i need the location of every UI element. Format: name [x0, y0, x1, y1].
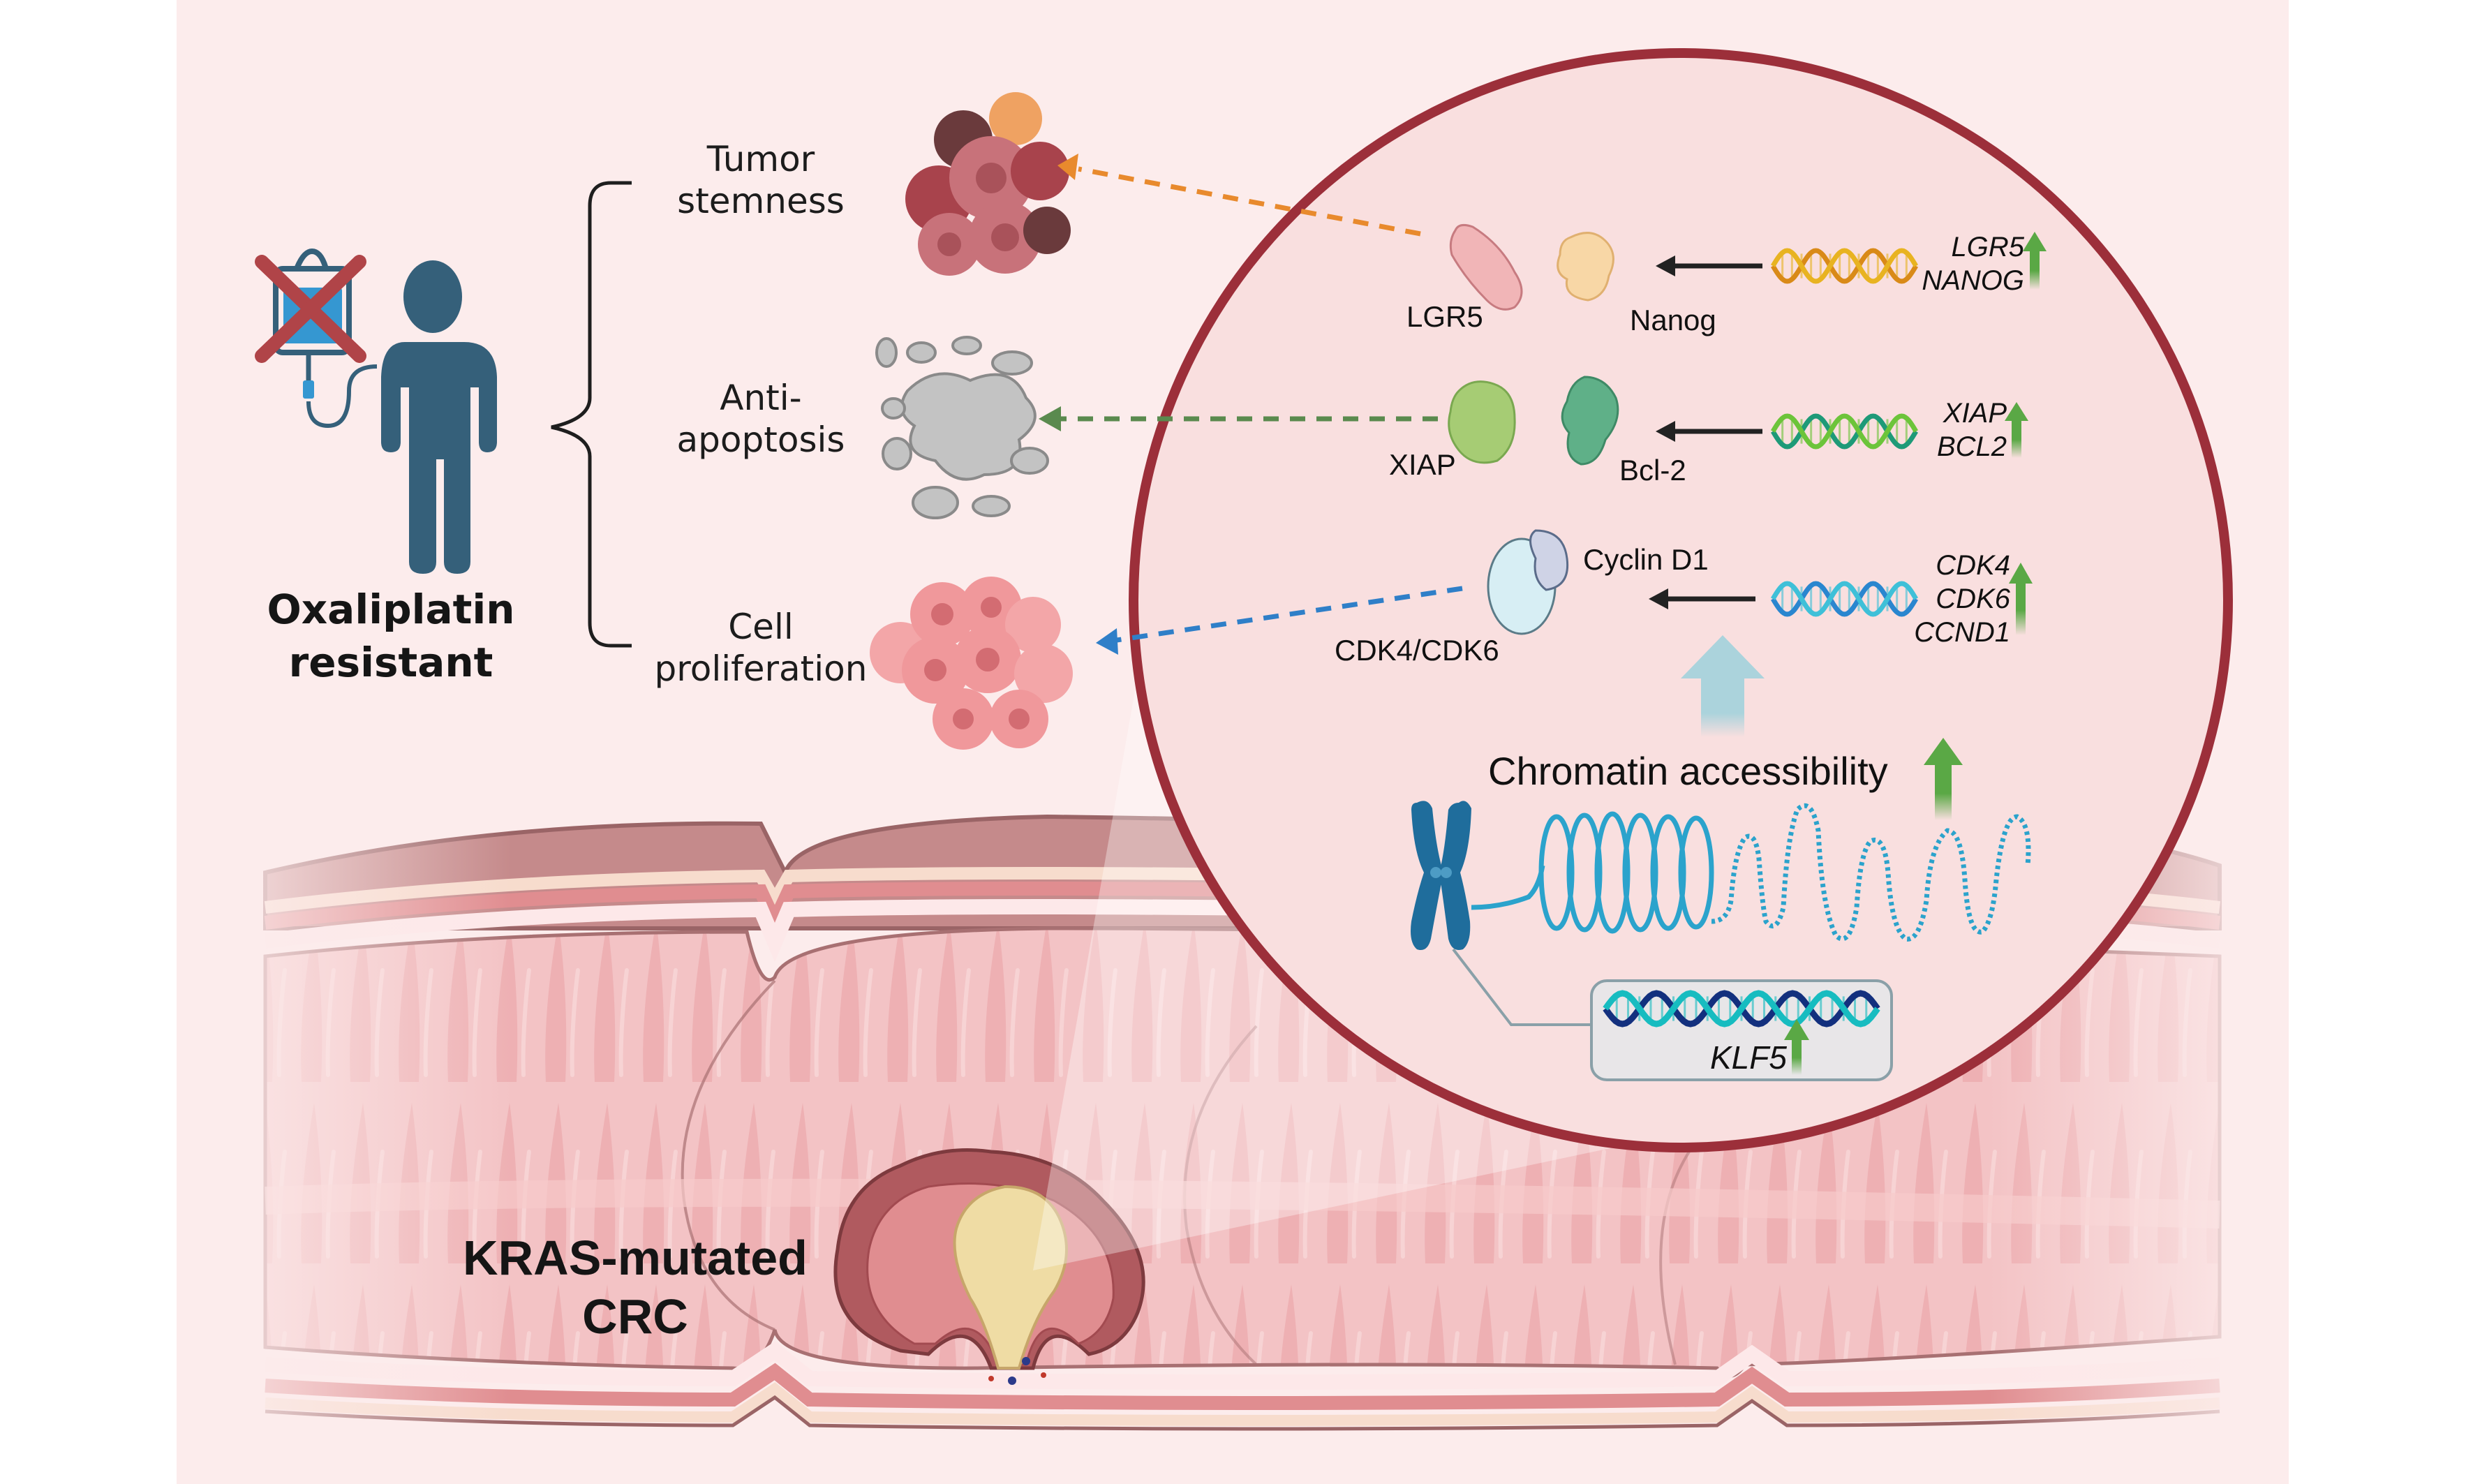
protein-label-cdk4-cdk6: CDK4/CDK6	[1335, 634, 1499, 667]
dna-strand	[1771, 248, 1918, 284]
outcome-label-line1: Cell	[728, 607, 794, 647]
crc-title-line2: CRC	[582, 1289, 688, 1344]
gene-label: LGR5	[1951, 232, 2025, 262]
protein-label-xiap: XIAP	[1389, 448, 1456, 481]
klf5-dna-icon	[1603, 990, 1880, 1027]
xiap-protein-icon	[1448, 380, 1516, 464]
person-icon	[381, 260, 497, 574]
chromatin-accessibility-label: Chromatin accessibility	[1488, 749, 1888, 793]
klf5-dna-helix	[1603, 990, 1880, 1027]
lgr5-protein-icon	[1449, 223, 1523, 311]
outcome-label-line1: Anti-	[720, 378, 802, 418]
patient-title: Oxaliplatin resistant	[265, 583, 517, 689]
dna-strand	[1603, 990, 1880, 1027]
klf5-up-arrow	[1784, 1019, 1809, 1075]
chromatin-up-arrow	[1924, 738, 1963, 820]
protein-label-nanog: Nanog	[1630, 304, 1716, 336]
klf5-callout-line	[1452, 948, 1591, 1026]
dna-strand	[1771, 581, 1918, 617]
chromatin-fiber-icon	[1471, 803, 2031, 942]
chromosome-icon	[1411, 801, 1471, 950]
gene-label: CCND1	[1914, 617, 2010, 648]
outcome-label-line1: Tumor	[706, 139, 815, 179]
protein-label-bcl2: Bcl-2	[1619, 454, 1686, 487]
patient-title-line2: resistant	[288, 639, 493, 686]
gene-list-apoptosis: XIAP BCL2	[1899, 396, 2007, 463]
transcription-arrows	[1649, 255, 1762, 609]
dna-helices	[1771, 248, 1918, 617]
klf5-label: KLF5	[1710, 1039, 1787, 1076]
dna-proliferation-genes-icon	[1771, 581, 1918, 617]
gene-up-arrows	[2005, 232, 2047, 635]
outcome-cell-proliferation: Cell proliferation	[649, 606, 872, 690]
dna-strand	[1771, 413, 1918, 450]
gene-label: BCL2	[1936, 431, 2007, 462]
stem-tumor-cluster-icon	[905, 92, 1071, 276]
iv-bag-crossed-icon	[255, 248, 378, 429]
bcl2-protein-icon	[1561, 376, 1619, 466]
gene-label: NANOG	[1922, 265, 2024, 296]
outcome-label-line2: apoptosis	[676, 420, 845, 460]
crc-title-line1: KRAS-mutated	[463, 1231, 808, 1285]
gene-label: CDK6	[1936, 584, 2010, 614]
gene-list-stemness: LGR5 NANOG	[1913, 230, 2024, 297]
patient-title-line1: Oxaliplatin	[267, 586, 515, 633]
dna-strand	[1771, 581, 1918, 617]
protein-label-lgr5: LGR5	[1406, 300, 1483, 333]
anti-apoptosis-arrow	[1039, 406, 1438, 431]
nanog-protein-icon	[1557, 232, 1614, 302]
outcome-tumor-stemness: Tumor stemness	[649, 138, 872, 222]
outcome-brace	[551, 181, 632, 648]
crc-title: KRAS-mutated CRC	[447, 1229, 824, 1346]
dna-strand	[1771, 413, 1918, 450]
crc-tumor-icon	[833, 1148, 1145, 1385]
dna-stemness-genes-icon	[1771, 248, 1918, 284]
dna-apoptosis-genes-icon	[1771, 413, 1918, 450]
klf5-box	[1590, 979, 1893, 1081]
proliferating-cells-icon	[870, 577, 1073, 750]
gene-list-proliferation: CDK4 CDK6 CCND1	[1899, 549, 2010, 649]
gene-label: XIAP	[1943, 398, 2007, 429]
patient-figure	[255, 248, 497, 574]
dna-strand	[1771, 248, 1918, 284]
chromatin-to-genes-arrow	[1681, 635, 1765, 737]
outcome-anti-apoptosis: Anti- apoptosis	[649, 377, 872, 461]
proliferation-arrow	[1096, 586, 1463, 655]
cdk-cyclin-complex-icon	[1487, 529, 1569, 635]
outcome-label-line2: stemness	[677, 181, 845, 221]
apoptotic-cell-icon	[875, 336, 1049, 519]
stemness-arrow	[1057, 154, 1421, 237]
gene-label: CDK4	[1936, 550, 2010, 581]
outcome-label-line2: proliferation	[654, 648, 868, 689]
protein-label-cyclin-d1: Cyclin D1	[1583, 543, 1709, 576]
